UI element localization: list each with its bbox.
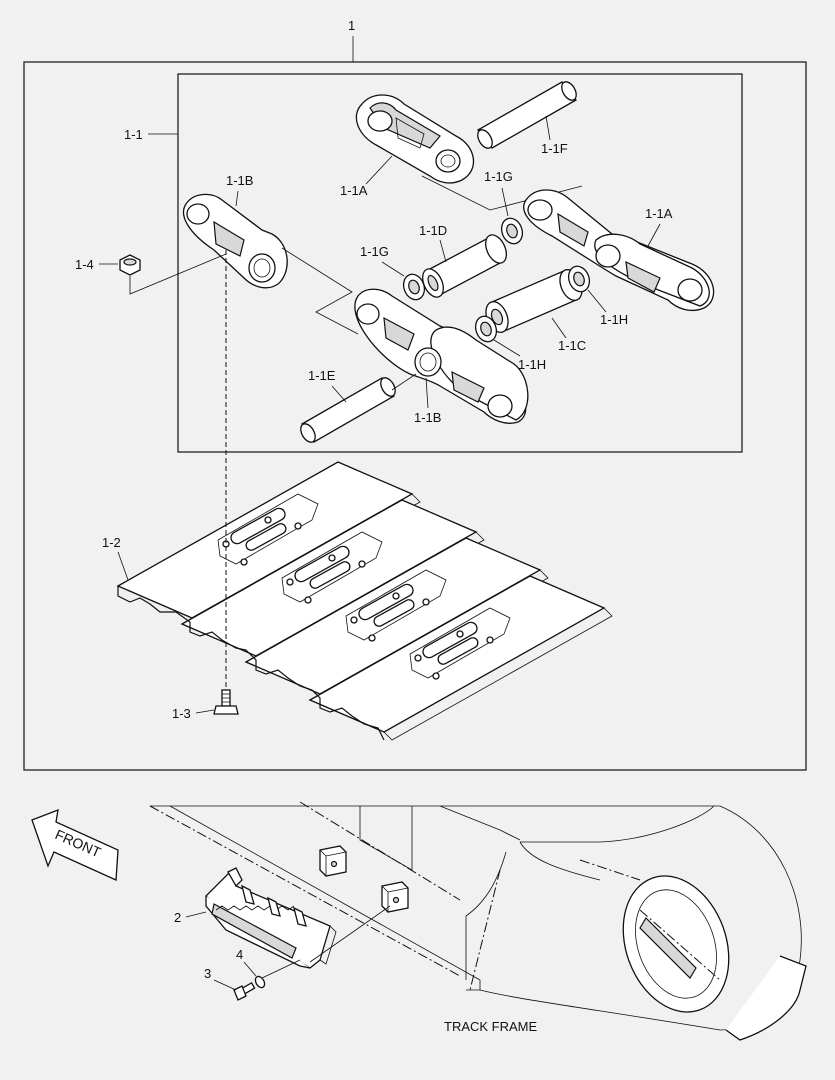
seal-h-right: [567, 265, 591, 293]
track-shoes: [116, 461, 613, 741]
label-seal-h-bottom: 1-1H: [518, 357, 546, 372]
label-seal-g-left: 1-1G: [360, 244, 389, 259]
label-seal-g-top: 1-1G: [484, 169, 513, 184]
link-b-top: [182, 193, 288, 289]
seal-h-bottom: [474, 315, 498, 343]
guard-bolt: [233, 982, 256, 1001]
label-link-assy: 1-1: [124, 127, 143, 142]
label-nut: 1-4: [75, 257, 94, 272]
guard-washer: [254, 975, 266, 989]
seal-g-top: [500, 217, 524, 245]
track-frame: [149, 801, 807, 1041]
label-guard-bolt: 3: [204, 966, 211, 981]
label-bolt: 1-3: [172, 706, 191, 721]
link-a-top: [355, 94, 475, 184]
bolt: [213, 689, 239, 715]
link-assy-frame: [177, 73, 743, 453]
label-link-a-right: 1-1A: [645, 206, 673, 221]
pin-e: [300, 377, 396, 443]
nut: [119, 254, 141, 276]
label-bushing-d: 1-1D: [419, 223, 447, 238]
pin-f: [477, 81, 577, 149]
label-bushing-c: 1-1C: [558, 338, 586, 353]
label-assembly: 1: [348, 18, 355, 33]
label-link-b-bottom: 1-1B: [414, 410, 441, 425]
label-track-frame: TRACK FRAME: [444, 1019, 538, 1034]
label-guard-washer: 4: [236, 947, 243, 962]
label-link-b-top: 1-1B: [226, 173, 253, 188]
label-link-a-top: 1-1A: [340, 183, 368, 198]
label-guard: 2: [174, 910, 181, 925]
bushing-d: [422, 234, 507, 298]
link-b-bottom: [354, 288, 529, 424]
seal-g-left: [402, 273, 426, 301]
label-seal-h-right: 1-1H: [600, 312, 628, 327]
label-pin-f: 1-1F: [541, 141, 568, 156]
label-pin-e: 1-1E: [308, 368, 336, 383]
assembly-frame: [23, 61, 807, 771]
guard: [205, 867, 391, 969]
front-arrow-icon: [31, 808, 119, 881]
label-shoe: 1-2: [102, 535, 121, 550]
link-a-right: [523, 189, 715, 312]
